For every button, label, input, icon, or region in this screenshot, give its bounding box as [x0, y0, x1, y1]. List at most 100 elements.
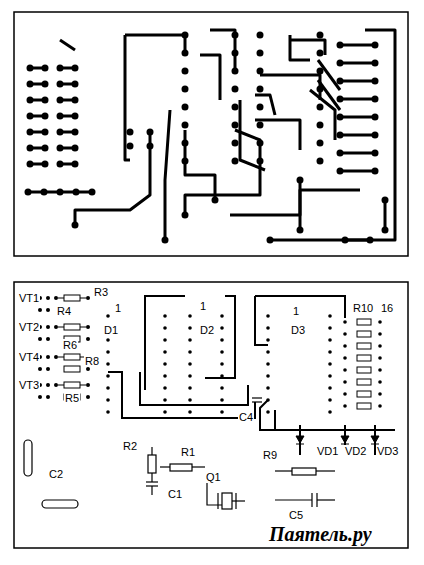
solder-pad	[220, 326, 224, 330]
solder-pad	[27, 145, 34, 152]
part-label: C1	[167, 488, 183, 500]
part-label: D3	[290, 324, 306, 336]
solder-pad	[182, 50, 189, 57]
solder-pad	[317, 68, 324, 75]
solder-pad	[220, 362, 224, 366]
resistor-symbol	[292, 468, 316, 475]
resistor-symbol	[357, 355, 371, 361]
solder-pad	[46, 308, 50, 312]
solder-pad	[266, 386, 270, 390]
crystal-symbol	[222, 493, 232, 509]
solder-pad	[46, 337, 50, 341]
solder-pad	[257, 122, 264, 129]
solder-pad	[57, 97, 64, 104]
resistor-symbol	[357, 319, 371, 325]
part-label: R10	[352, 302, 374, 314]
solder-pad	[188, 350, 192, 354]
solder-pad	[163, 314, 167, 318]
solder-pad	[378, 356, 382, 360]
solder-pad	[343, 332, 347, 336]
part-label: R6	[62, 339, 78, 351]
solder-pad	[25, 32, 389, 414]
solder-pad	[38, 337, 42, 341]
solder-pad	[266, 326, 270, 330]
solder-pad	[72, 65, 79, 72]
resistor-symbol	[148, 455, 156, 473]
part-label: 1	[114, 302, 122, 314]
solder-pad	[378, 368, 382, 372]
solder-pad	[188, 338, 192, 342]
solder-pad	[328, 386, 332, 390]
solder-pad	[317, 86, 324, 93]
part-label: C2	[48, 468, 64, 480]
solder-pad	[220, 398, 224, 402]
solder-pad	[86, 367, 90, 371]
solder-pad	[220, 314, 224, 318]
diode-symbol	[296, 436, 379, 444]
solder-pad	[328, 362, 332, 366]
solder-pad	[328, 410, 332, 414]
solder-pad	[163, 326, 167, 330]
copper-trace	[340, 44, 375, 47]
resistor-symbol	[357, 367, 371, 373]
solder-pad	[27, 113, 34, 120]
solder-pad	[163, 398, 167, 402]
part-label: VT1	[18, 292, 40, 304]
solder-pad	[42, 65, 49, 72]
solder-pad	[46, 325, 50, 329]
part-label: VT4	[18, 351, 40, 363]
resistor-symbol	[357, 391, 371, 397]
solder-pad	[257, 50, 264, 57]
solder-pad	[72, 81, 79, 88]
solder-pad	[343, 380, 347, 384]
solder-pad	[182, 122, 189, 129]
solder-pad	[163, 362, 167, 366]
solder-pad	[106, 398, 110, 402]
solder-pad	[106, 362, 110, 366]
part-label: 16	[380, 302, 394, 314]
part-label: D2	[199, 324, 215, 336]
solder-pad	[54, 296, 58, 300]
solder-pad	[220, 386, 224, 390]
copper-trace	[80, 385, 86, 386]
solder-pad	[127, 143, 134, 150]
solder-pad	[188, 386, 192, 390]
solder-pad	[163, 410, 167, 414]
solder-pad	[42, 161, 49, 168]
solder-pad	[378, 332, 382, 336]
solder-pad	[328, 398, 332, 402]
copper-trace	[58, 385, 64, 386]
solder-pad	[57, 129, 64, 136]
solder-pad	[163, 350, 167, 354]
copper-trace	[60, 30, 395, 240]
part-label: R2	[122, 440, 138, 452]
solder-pad	[182, 32, 189, 39]
solder-pad	[382, 197, 389, 204]
solder-pad	[266, 350, 270, 354]
solder-pad	[343, 368, 347, 372]
solder-pad	[46, 355, 50, 359]
solder-pad	[38, 308, 42, 312]
solder-pad	[188, 374, 192, 378]
solder-pad	[328, 326, 332, 330]
resistor-symbol	[64, 295, 80, 301]
solder-pad	[106, 386, 110, 390]
solder-pad	[57, 81, 64, 88]
resistor-symbol	[357, 331, 371, 337]
solder-pad	[46, 296, 50, 300]
solder-pad	[267, 237, 274, 244]
solder-pad	[86, 337, 90, 341]
solder-pad	[317, 50, 324, 57]
solder-pad	[232, 32, 239, 39]
part-label: VD3	[376, 445, 399, 457]
copper-trace	[340, 98, 375, 101]
solder-pad	[46, 383, 50, 387]
solder-pad	[257, 140, 264, 147]
resistor-symbol	[170, 464, 192, 471]
solder-pad	[106, 314, 110, 318]
copper-trace	[28, 191, 92, 194]
solder-pad	[317, 104, 324, 111]
solder-pad	[86, 325, 90, 329]
component-symbol	[24, 440, 316, 509]
part-label: VD1	[316, 445, 339, 457]
